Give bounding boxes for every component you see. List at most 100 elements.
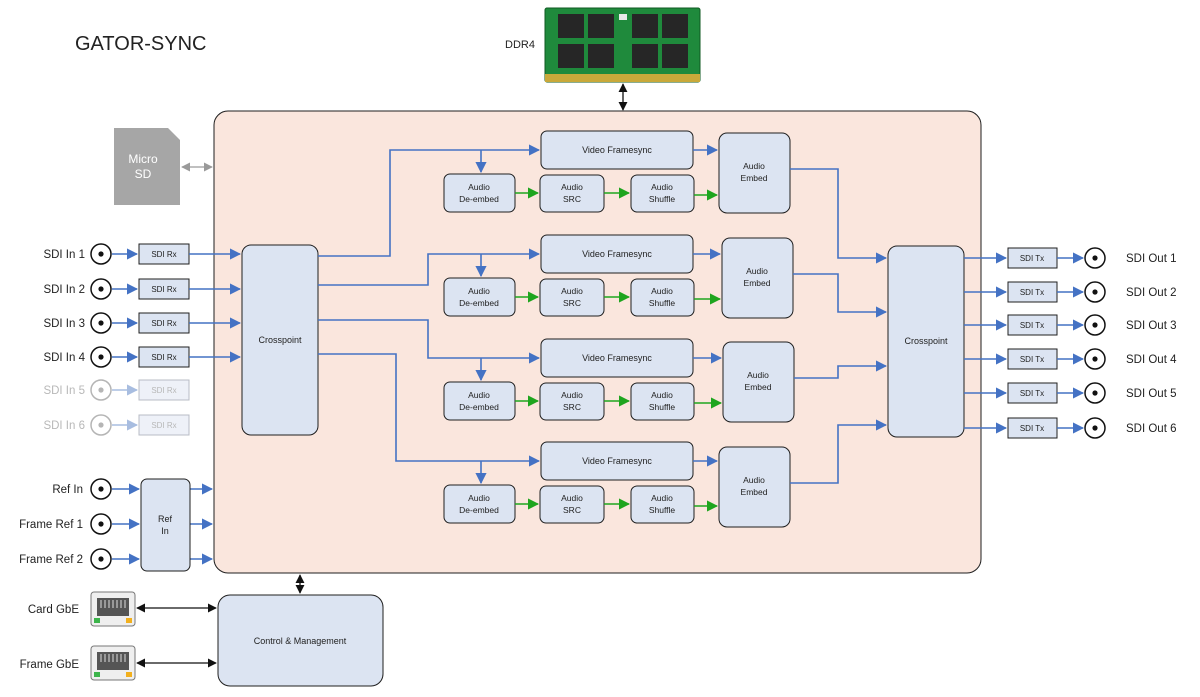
sdi-input-group: SDI In 1 SDI Rx SDI In 2 SDI Rx SDI In 3 SDI …	[43, 243, 242, 436]
sdi-output-connector-icon-2-center	[1092, 289, 1098, 295]
audio-embed-label-a-1: Audio	[743, 161, 765, 171]
sdi-input-connector-icon-1-center	[98, 251, 104, 257]
sdi-input-connector-icon-2-center	[98, 286, 104, 292]
sdi-rx-block-5	[138, 379, 190, 401]
frame-gbe-port-icon	[90, 645, 136, 681]
diagram-title: GATOR-SYNC	[75, 33, 207, 55]
video-framesync-label-1: Video Framesync	[582, 145, 652, 155]
video-framesync-label-2: Video Framesync	[582, 249, 652, 259]
sdi-tx-label-3: SDI Tx	[1020, 321, 1044, 330]
audio-shuffle-label-b-2: Shuffle	[649, 298, 676, 308]
audio-src-label-b-2: SRC	[563, 298, 581, 308]
input-crosspoint-label: Crosspoint	[258, 335, 302, 345]
sdi-rx-block-6	[138, 414, 190, 436]
audio-shuffle-label-a-2: Audio	[651, 286, 673, 296]
audio-src-label-b-4: SRC	[563, 505, 581, 515]
microsd-card-icon	[114, 128, 180, 205]
audio-deembed-label-b-2: De-embed	[459, 298, 499, 308]
audio-embed-block-4	[718, 446, 791, 528]
ref-input-label-1: Ref In	[52, 484, 83, 496]
sdi-output-connector-icon-5-center	[1092, 390, 1098, 396]
audio-deembed-block-3	[443, 381, 516, 421]
audio-deembed-label-b-4: De-embed	[459, 505, 499, 515]
sdi-rx-label-4: SDI Rx	[151, 353, 176, 362]
audio-src-label-b-3: SRC	[563, 402, 581, 412]
sdi-input-label-3: SDI In 3	[43, 318, 85, 330]
sdi-rx-label-3: SDI Rx	[151, 319, 176, 328]
sdi-input-connector-icon-6-center	[98, 422, 104, 428]
sdi-input-label-2: SDI In 2	[43, 284, 85, 296]
audio-embed-label-b-4: Embed	[741, 487, 768, 497]
audio-deembed-block-2	[443, 277, 516, 317]
sdi-input-label-4: SDI In 4	[43, 352, 85, 364]
audio-shuffle-label-b-3: Shuffle	[649, 402, 676, 412]
audio-embed-block-3	[722, 341, 795, 423]
sdi-rx-label-6: SDI Rx	[151, 421, 176, 430]
audio-embed-block-2	[721, 237, 794, 319]
sdi-input-label-6: SDI In 6	[43, 420, 85, 432]
audio-src-label-a-4: Audio	[561, 493, 583, 503]
embed-to-crosspoint-route-4	[790, 419, 888, 484]
audio-embed-block-1	[718, 132, 791, 214]
audio-src-label-a-1: Audio	[561, 182, 583, 192]
crosspoint-to-framesync-route-4	[318, 353, 541, 467]
audio-embed-label-b-2: Embed	[744, 278, 771, 288]
audio-shuffle-label-a-1: Audio	[651, 182, 673, 192]
control-management-label: Control & Management	[254, 636, 347, 646]
input-crosspoint-block	[241, 244, 319, 436]
sdi-output-label-4: SDI Out 4	[1126, 354, 1177, 366]
audio-embed-label-b-3: Embed	[745, 382, 772, 392]
sdi-rx-label-2: SDI Rx	[151, 285, 176, 294]
sdi-input-connector-icon-5-center	[98, 387, 104, 393]
output-crosspoint-label: Crosspoint	[904, 336, 948, 346]
ref-block-label-line1: Ref	[158, 514, 173, 524]
audio-embed-label-a-4: Audio	[743, 475, 765, 485]
embed-to-crosspoint-route-2	[793, 273, 888, 318]
ref-input-label-3: Frame Ref 2	[19, 554, 83, 566]
audio-src-label-a-2: Audio	[561, 286, 583, 296]
embed-to-crosspoint-route-1	[790, 168, 888, 264]
sdi-input-connector-icon-3-center	[98, 320, 104, 326]
sdi-tx-label-6: SDI Tx	[1020, 424, 1044, 433]
frame-gbe-label: Frame GbE	[20, 659, 80, 671]
sdi-tx-label-5: SDI Tx	[1020, 389, 1044, 398]
audio-shuffle-label-a-4: Audio	[651, 493, 673, 503]
audio-deembed-label-a-1: Audio	[468, 182, 490, 192]
sdi-output-connector-icon-1-center	[1092, 255, 1098, 261]
sdi-output-connector-icon-4-center	[1092, 356, 1098, 362]
sdi-output-label-3: SDI Out 3	[1126, 320, 1177, 332]
crosspoint-to-framesync-route-1	[318, 144, 541, 257]
sdi-tx-label-4: SDI Tx	[1020, 355, 1044, 364]
sdi-input-label-5: SDI In 5	[43, 385, 85, 397]
audio-shuffle-block-4	[630, 485, 695, 524]
ref-in-block	[140, 478, 191, 572]
audio-deembed-label-a-4: Audio	[468, 493, 490, 503]
card-gbe-label: Card GbE	[28, 604, 79, 616]
sdi-input-label-1: SDI In 1	[43, 249, 85, 261]
output-crosspoint-block	[887, 245, 965, 438]
audio-embed-label-a-3: Audio	[747, 370, 769, 380]
ref-input-connector-icon-3-center	[98, 556, 104, 562]
processing-channels: Video FramesyncAudioDe-embedAudioSRCAudi…	[318, 130, 888, 528]
audio-deembed-label-b-1: De-embed	[459, 194, 499, 204]
audio-deembed-label-a-3: Audio	[468, 390, 490, 400]
audio-embed-label-a-2: Audio	[746, 266, 768, 276]
sdi-rx-label-1: SDI Rx	[151, 250, 176, 259]
audio-shuffle-label-b-1: Shuffle	[649, 194, 676, 204]
audio-shuffle-label-b-4: Shuffle	[649, 505, 676, 515]
audio-shuffle-label-a-3: Audio	[651, 390, 673, 400]
sdi-output-label-5: SDI Out 5	[1126, 388, 1177, 400]
sdi-tx-label-2: SDI Tx	[1020, 288, 1044, 297]
video-framesync-label-3: Video Framesync	[582, 353, 652, 363]
embed-to-crosspoint-route-3	[794, 360, 888, 379]
sdi-output-label-2: SDI Out 2	[1126, 287, 1177, 299]
sdi-output-connector-icon-6-center	[1092, 425, 1098, 431]
crosspoint-to-framesync-route-3	[318, 319, 541, 364]
audio-deembed-label-a-2: Audio	[468, 286, 490, 296]
sdi-tx-label-1: SDI Tx	[1020, 254, 1044, 263]
sdi-output-label-6: SDI Out 6	[1126, 423, 1177, 435]
sdi-input-connector-icon-4-center	[98, 354, 104, 360]
